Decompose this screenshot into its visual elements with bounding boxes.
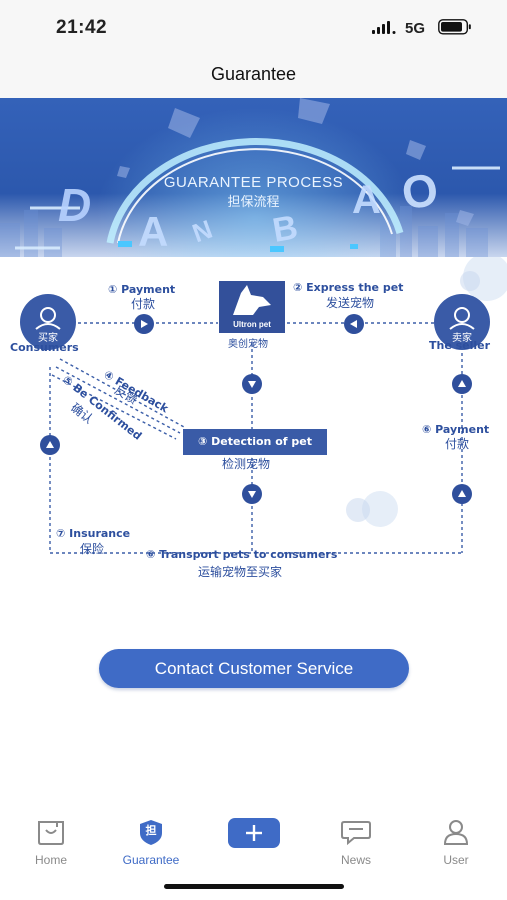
step-3-box: ③ Detection of pet — [183, 429, 327, 455]
seller-avatar: 卖家 — [434, 294, 490, 350]
tab-guarantee[interactable]: 担 Guarantee — [111, 818, 191, 867]
seller-label: The seller — [429, 339, 491, 352]
tab-home-label: Home — [34, 853, 67, 867]
tab-publish[interactable] — [214, 818, 294, 853]
step-6a-label: ⑥ Payment — [422, 423, 490, 436]
signal-icon — [372, 21, 396, 34]
status-bar: 21:42 5G — [0, 0, 507, 56]
shield-icon — [140, 820, 162, 845]
tab-news[interactable]: News — [316, 818, 396, 867]
banner-title-en: GUARANTEE PROCESS — [163, 174, 344, 191]
banner-title-cn: 担保流程 — [227, 195, 280, 210]
arrow-up-icon — [40, 435, 60, 455]
shield-glyph: 担 — [145, 824, 157, 837]
page-title: Guarantee — [210, 64, 297, 84]
platform-logo-text: Ultron pet — [233, 320, 271, 329]
banner-graphic — [0, 98, 507, 257]
consumer-avatar: 买家 — [20, 294, 76, 350]
chat-icon — [341, 821, 371, 846]
step-2-label: ② Express the pet — [293, 281, 404, 294]
consumer-badge: 买家 — [38, 333, 58, 344]
step-7-cn: 保险 — [80, 542, 105, 556]
battery-icon — [438, 19, 471, 35]
step-6b-cn: 运输宠物至买家 — [198, 565, 283, 579]
tab-user[interactable]: User — [416, 818, 496, 867]
user-icon — [449, 307, 475, 330]
step-3-label: ③ Detection of pet — [198, 435, 312, 448]
banner-letter: A — [138, 208, 169, 255]
contact-customer-service-button[interactable]: Contact Customer Service — [99, 649, 409, 688]
tab-home[interactable]: Home — [11, 818, 91, 867]
step-1-label: ① Payment — [108, 283, 176, 296]
arrow-down-icon — [242, 374, 262, 394]
tab-user-label: User — [443, 853, 469, 867]
platform-label: 奥创宠物 — [228, 339, 268, 350]
step-3-cn: 检测宠物 — [222, 457, 271, 471]
seller-badge: 卖家 — [452, 333, 472, 344]
home-indicator — [164, 884, 344, 889]
banner-letter: A — [352, 178, 381, 222]
tab-bar: Home 担 Guarantee News User — [0, 808, 507, 900]
tab-guarantee-label: Guarantee — [122, 853, 180, 867]
bag-icon — [38, 821, 64, 845]
user-icon — [443, 820, 469, 845]
status-time: 21:42 — [56, 17, 108, 38]
tab-news-label: News — [340, 853, 371, 867]
arrow-left-icon — [344, 314, 364, 334]
step-6a-cn: 付款 — [445, 437, 470, 451]
consumers-label: Consumers — [10, 341, 79, 354]
guarantee-flow-diagram: 买家 Consumers 卖家 The seller Ultron pet 奥创… — [0, 257, 507, 597]
step-7-label: ⑦ Insurance — [56, 527, 131, 540]
step-1-cn: 付款 — [131, 297, 156, 311]
flow-lines — [49, 257, 507, 554]
guarantee-banner: D A N B A O GUARANTEE PROCESS 担保流程 — [0, 98, 507, 257]
plus-icon — [228, 818, 280, 848]
user-icon — [35, 307, 61, 330]
platform-logo: Ultron pet — [219, 281, 285, 333]
arrow-down-icon — [242, 484, 262, 504]
arrow-up-icon — [452, 374, 472, 394]
network-type: 5G — [405, 20, 426, 37]
dog-logo-icon — [233, 285, 271, 315]
step-2-cn: 发送宠物 — [326, 296, 375, 310]
nav-bar: Guarantee — [0, 56, 507, 99]
arrow-up-icon — [452, 484, 472, 504]
banner-letter: D — [58, 179, 92, 231]
step-6b-label: ⑥ Transport pets to consumers — [146, 548, 338, 561]
arrow-right-icon — [134, 314, 154, 334]
